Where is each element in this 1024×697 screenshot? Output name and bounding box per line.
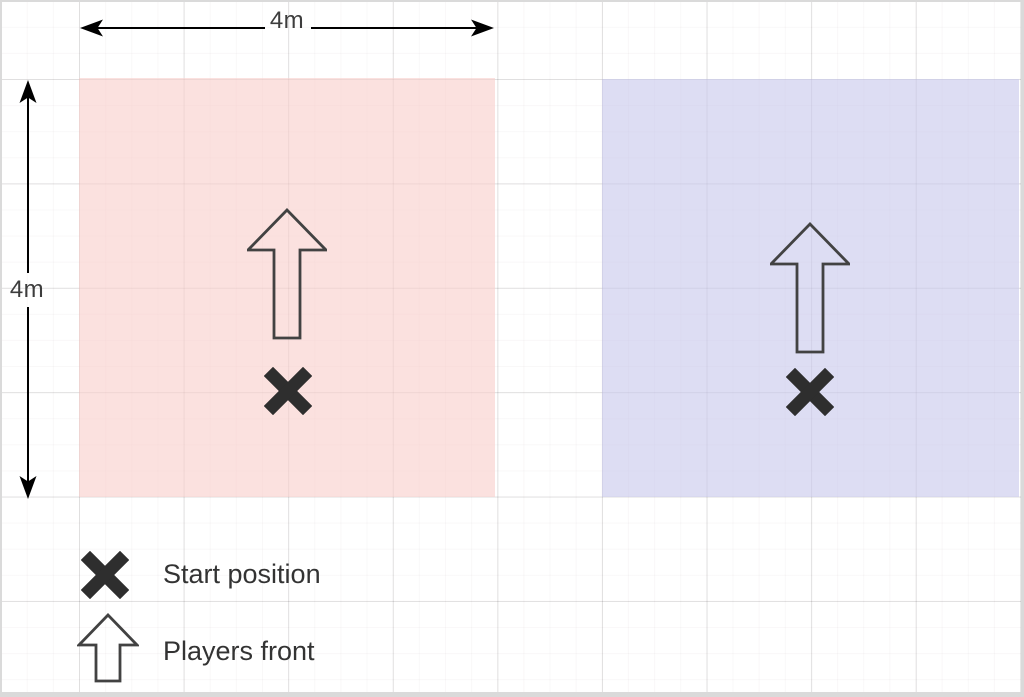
vertical-dimension-label: 4m bbox=[9, 276, 45, 303]
vertical-dimension: 4m bbox=[10, 79, 44, 500]
red-zone-start-position-x-icon bbox=[264, 367, 312, 415]
blue-zone-players-front-arrow-icon bbox=[770, 222, 850, 354]
red-zone-players-front-arrow-icon bbox=[247, 208, 327, 340]
horizontal-dimension-arrow-icon bbox=[80, 19, 494, 37]
horizontal-dimension-label: 4m bbox=[269, 7, 305, 34]
players-front-arrow-icon bbox=[77, 613, 139, 683]
blue-zone-start-position-x-icon bbox=[786, 368, 834, 416]
horizontal-dimension: 4m bbox=[79, 9, 495, 43]
legend-start-position-label: Start position bbox=[163, 559, 321, 589]
blue-zone bbox=[602, 79, 1019, 497]
vertical-dimension-arrow-icon bbox=[19, 80, 37, 499]
legend-players-front-label: Players front bbox=[163, 636, 315, 666]
red-zone bbox=[79, 78, 495, 497]
x-marker-icon bbox=[81, 551, 129, 599]
